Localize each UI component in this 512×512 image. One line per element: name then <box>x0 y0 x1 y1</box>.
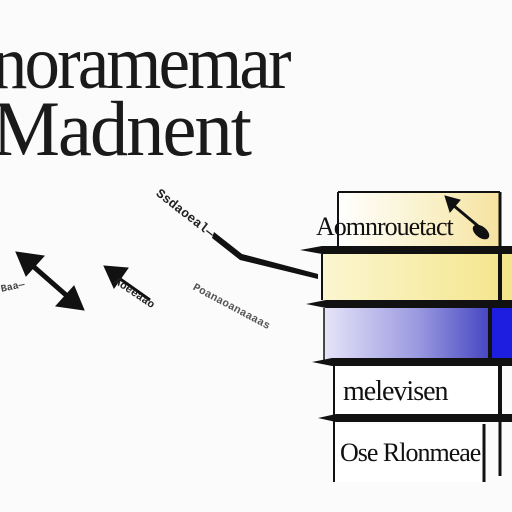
layer-1-label: Aomnrouetact <box>316 212 454 241</box>
layer-5-band <box>334 424 484 482</box>
layer-frame <box>321 191 502 482</box>
double-arrow-icon <box>15 251 85 311</box>
layer-3-accent <box>492 308 512 362</box>
up-left-arrow-icon <box>103 265 151 302</box>
layer-4-label: melevisen <box>343 376 449 407</box>
title-line-1: noramemar <box>0 21 292 105</box>
layer-3-band <box>324 308 512 362</box>
layer-dividers <box>300 246 512 422</box>
title-line-2: Madnent <box>0 85 252 172</box>
arrow-icon <box>444 195 490 240</box>
layer-2-band <box>322 254 512 304</box>
layer-4-band <box>334 366 502 418</box>
layer-5-label: Ose Rlonmeae <box>340 438 481 467</box>
pointer-arrow-icon <box>212 232 318 279</box>
